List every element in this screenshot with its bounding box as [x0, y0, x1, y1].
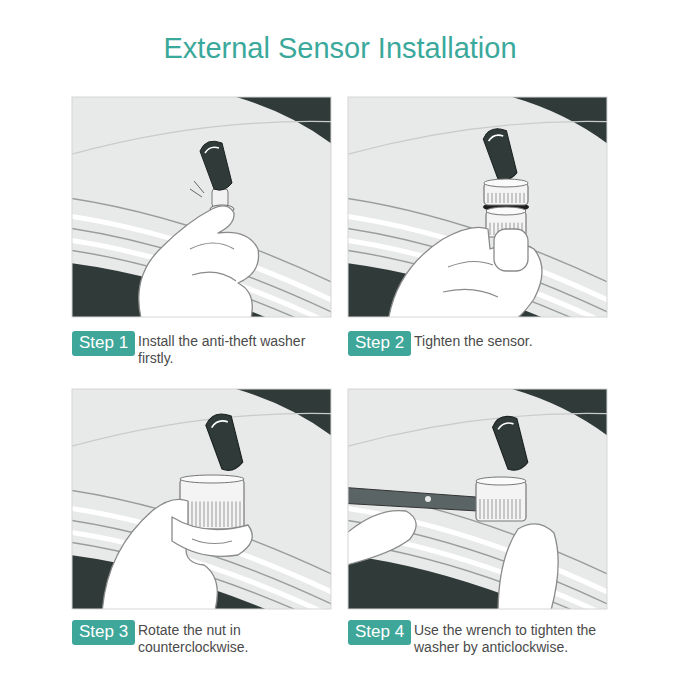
- nut-ridge: [492, 499, 493, 519]
- sensor-cap: [206, 414, 243, 470]
- step-label: Step 1: [79, 333, 128, 353]
- nut-ridge: [520, 193, 521, 203]
- step-description: Tighten the sensor.: [414, 333, 614, 350]
- nut-ridge: [512, 499, 513, 519]
- tire: [468, 389, 607, 444]
- nut-ridge: [508, 499, 509, 519]
- panel-frame: [72, 389, 331, 609]
- valve-stem: [212, 189, 228, 207]
- wrench: [348, 487, 478, 511]
- nut-ridge: [216, 502, 217, 528]
- nut-ridge: [500, 499, 501, 519]
- finger-line: [192, 539, 232, 544]
- panel-frame: [72, 97, 331, 317]
- finger-line: [190, 243, 236, 281]
- hand: [172, 517, 252, 556]
- nut-ridge: [508, 193, 509, 203]
- panel: [62, 87, 342, 352]
- wheel-arc: [348, 413, 607, 449]
- panel-frame: [348, 389, 607, 609]
- panel-frame: [348, 97, 607, 317]
- nut-ridge: [192, 502, 193, 528]
- step-description: Install the anti-theft washer firstly.: [138, 333, 338, 367]
- title: External Sensor Installation: [0, 32, 680, 65]
- panel: [62, 379, 342, 644]
- nut-ridge: [494, 223, 495, 235]
- nut-ridge: [500, 193, 501, 203]
- nut-ridge: [224, 502, 225, 528]
- hand: [388, 227, 542, 317]
- nut-ridge: [204, 502, 205, 528]
- step-badge: Step 4: [348, 620, 411, 645]
- nut-ridge: [512, 193, 513, 203]
- sensor-cap: [483, 129, 517, 180]
- step-badge: Step 2: [348, 331, 411, 356]
- nut-ridge: [504, 193, 505, 203]
- nut-ridge: [488, 499, 489, 519]
- nut-ridge: [496, 193, 497, 203]
- panel: [338, 379, 618, 644]
- nut-ridge: [484, 499, 485, 519]
- nut-ridge: [490, 223, 491, 235]
- motion-mark: [190, 181, 204, 197]
- wrench-hole: [425, 496, 431, 502]
- hand: [498, 524, 558, 609]
- nut-ridge: [492, 193, 493, 203]
- nut-ridge: [208, 502, 209, 528]
- nut-ridge: [480, 499, 481, 519]
- wheel-arc: [348, 121, 607, 157]
- wheel-arc: [72, 413, 331, 449]
- nut-ridge: [220, 502, 221, 528]
- step-description: Use the wrench to tighten the washer by …: [414, 622, 614, 656]
- nut-ridge: [516, 193, 517, 203]
- finger-line: [443, 261, 498, 297]
- hand: [348, 511, 416, 567]
- nut-ridge: [524, 193, 525, 203]
- sensor-cap: [493, 416, 528, 470]
- sensor-nut: [476, 477, 526, 521]
- nut-ridge: [496, 499, 497, 519]
- nut-ridge: [488, 193, 489, 203]
- step-badge: Step 3: [72, 620, 135, 645]
- thumb: [494, 229, 528, 271]
- nut-ridge: [196, 502, 197, 528]
- sensor-nut: [180, 475, 244, 529]
- nut-ridge: [504, 499, 505, 519]
- sensor-cap: [200, 141, 232, 190]
- nut-ridge: [228, 502, 229, 528]
- sensor-nut: [484, 179, 528, 205]
- panel: [338, 87, 618, 352]
- step-label: Step 2: [355, 333, 404, 353]
- nut-ridge: [236, 502, 237, 528]
- nut-ridge: [200, 502, 201, 528]
- step-badge: Step 1: [72, 331, 135, 356]
- nut-ridge: [520, 499, 521, 519]
- nut-ridge: [516, 499, 517, 519]
- step-label: Step 3: [79, 622, 128, 642]
- nut-ridge: [232, 502, 233, 528]
- step-description: Rotate the nut in counterclockwise.: [138, 622, 338, 656]
- step-label: Step 4: [355, 622, 404, 642]
- nut-ridge: [240, 502, 241, 528]
- nut-ridge: [212, 502, 213, 528]
- hand: [139, 206, 259, 317]
